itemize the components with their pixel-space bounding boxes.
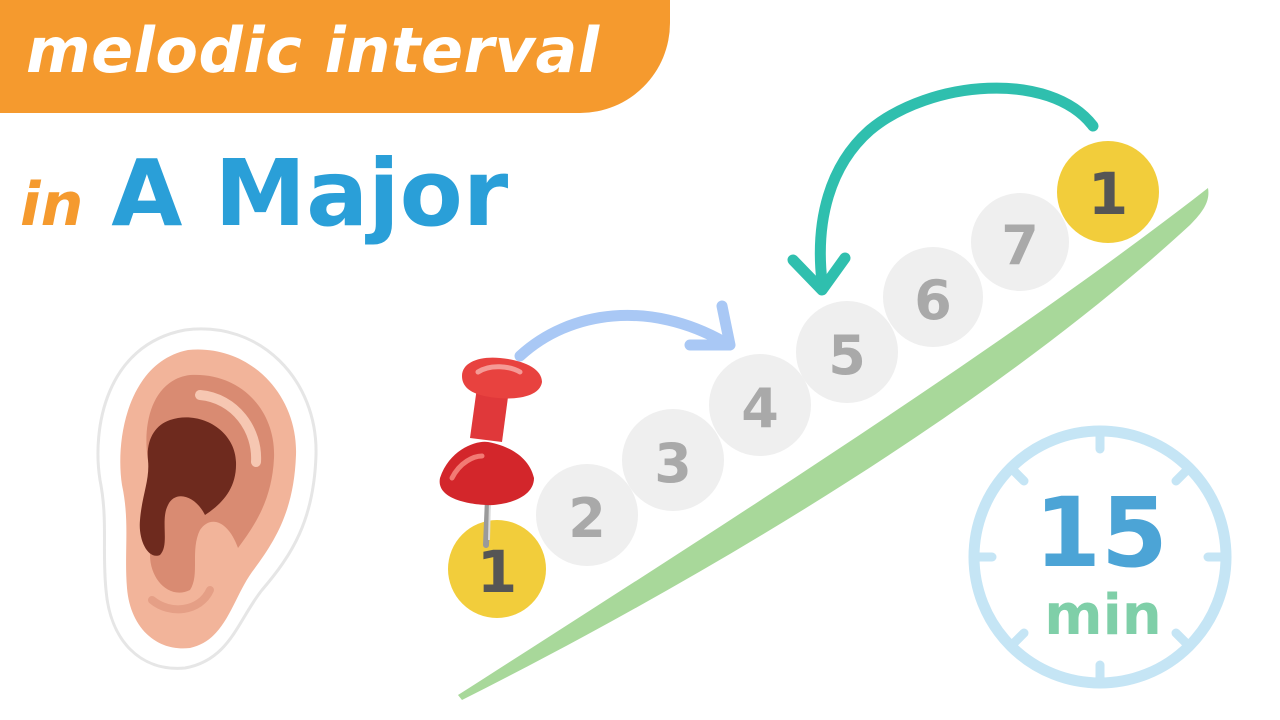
arrow-down-icon — [787, 82, 1099, 296]
key-name: A Major — [111, 140, 509, 247]
timer-unit: min — [1044, 583, 1161, 648]
pushpin-icon — [439, 357, 542, 548]
degree-circle-5: 5 — [796, 301, 898, 403]
degree-label: 1 — [1088, 160, 1128, 228]
arrow-up-icon — [514, 300, 736, 362]
title-banner: melodic interval — [0, 0, 670, 113]
degree-label: 7 — [1001, 214, 1039, 277]
staircase-line — [458, 188, 1209, 700]
ear-icon — [96, 327, 318, 670]
degree-circle-2: 2 — [536, 464, 638, 566]
banner-title: melodic interval — [26, 14, 600, 87]
degree-circle-1: 1 — [448, 520, 546, 618]
degree-label: 2 — [568, 487, 606, 550]
degree-circle-8: 1 — [1057, 141, 1159, 243]
degree-circle-4: 4 — [709, 354, 811, 456]
subtitle: in A Major — [20, 140, 508, 247]
degree-circle-7: 7 — [971, 193, 1069, 291]
degree-label: 3 — [654, 432, 692, 495]
stopwatch-icon: 15 min — [968, 425, 1232, 689]
degree-label: 5 — [828, 324, 866, 387]
degree-label: 1 — [477, 538, 517, 606]
degree-label: 6 — [914, 269, 952, 332]
degree-circle-3: 3 — [622, 409, 724, 511]
degree-label: 4 — [741, 377, 779, 440]
subtitle-prefix: in — [20, 170, 84, 240]
degree-circle-6: 6 — [883, 247, 983, 347]
timer-value: 15 — [1034, 477, 1168, 589]
